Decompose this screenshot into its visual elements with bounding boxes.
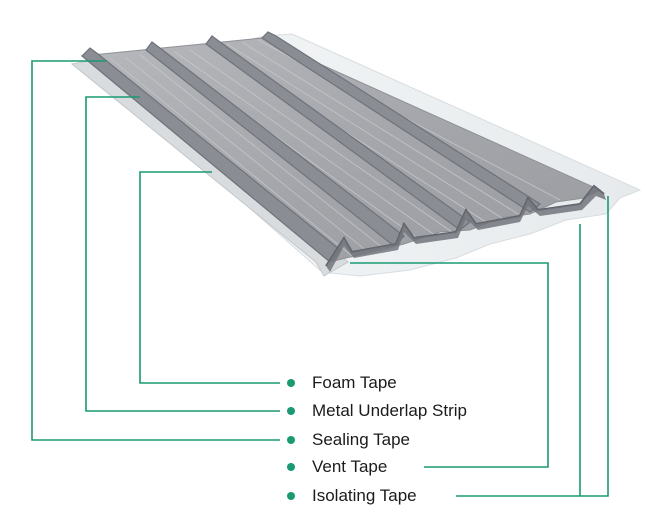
legend-label: Vent Tape <box>312 457 388 476</box>
legend-item-isolating-tape: Isolating Tape <box>287 484 417 508</box>
bullet-icon <box>287 492 295 500</box>
legend-label: Foam Tape <box>312 373 397 392</box>
leader-isolating-tape-2 <box>580 196 609 497</box>
bullet-icon <box>287 379 295 387</box>
legend-item-metal-underlap-strip: Metal Underlap Strip <box>287 399 467 423</box>
legend-label: Sealing Tape <box>312 430 410 449</box>
bullet-icon <box>287 407 295 415</box>
legend-item-sealing-tape: Sealing Tape <box>287 428 410 452</box>
bullet-icon <box>287 463 295 471</box>
sheet-ribs <box>81 31 542 263</box>
leader-isolating-tape-1 <box>456 224 581 497</box>
leader-foam-tape <box>139 171 280 384</box>
legend-label: Isolating Tape <box>312 486 417 505</box>
leader-sealing-tape <box>31 60 280 441</box>
legend-item-foam-tape: Foam Tape <box>287 371 397 395</box>
leader-metal-underlap-strip <box>85 96 280 412</box>
bullet-icon <box>287 436 295 444</box>
leader-lines <box>31 60 609 497</box>
legend-label: Metal Underlap Strip <box>312 401 467 420</box>
legend-item-vent-tape: Vent Tape <box>287 455 387 479</box>
corrugation-lines <box>109 39 561 257</box>
leader-vent-tape <box>350 262 549 468</box>
